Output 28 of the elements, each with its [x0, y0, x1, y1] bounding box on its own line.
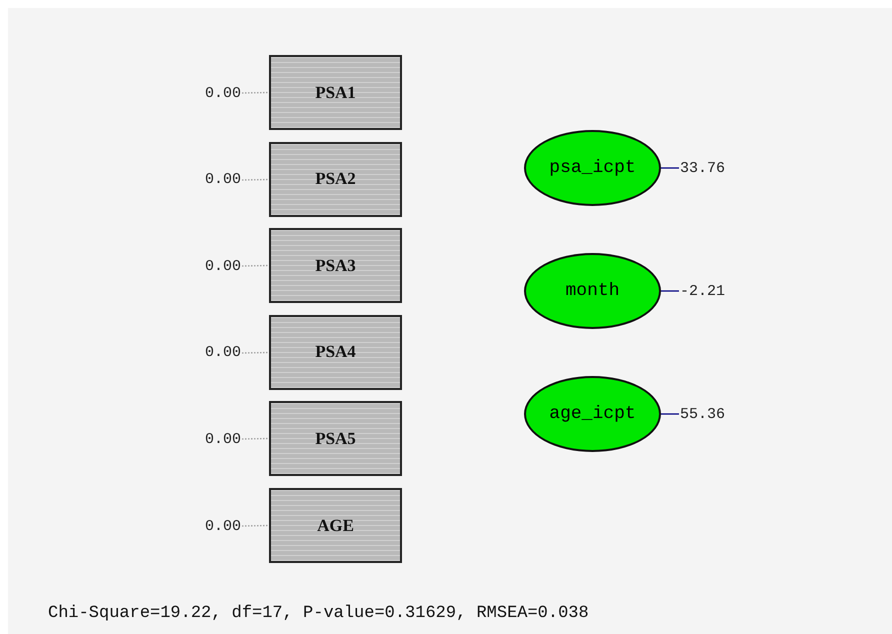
- variable-ellipse: month: [524, 253, 661, 329]
- dotted-line: [242, 524, 270, 527]
- variable-box: PSA2: [269, 142, 402, 217]
- value-label: -2.21: [680, 280, 750, 302]
- variable-box: PSA3: [269, 228, 402, 304]
- fit-statistics-caption: Chi-Square=19.22, df=17, P-value=0.31629, RMSEA=0.038: [48, 604, 589, 623]
- connector-line: [661, 290, 679, 292]
- value-label: 0.00: [168, 82, 241, 104]
- value-label: 0.00: [168, 428, 241, 450]
- variable-box: AGE: [269, 488, 402, 563]
- dotted-line: [242, 178, 270, 181]
- dotted-line: [242, 438, 270, 440]
- value-label: 55.36: [680, 403, 750, 425]
- value-label: 0.00: [168, 342, 241, 364]
- dotted-line: [242, 352, 270, 354]
- value-label: 33.76: [680, 157, 750, 179]
- variable-ellipse: age_icpt: [524, 376, 661, 452]
- variable-box: PSA5: [269, 401, 402, 476]
- value-label: 0.00: [168, 168, 241, 191]
- value-label: 0.00: [168, 255, 241, 278]
- variable-ellipse: psa_icpt: [524, 130, 661, 206]
- value-label: 0.00: [168, 515, 241, 537]
- dotted-line: [242, 264, 270, 267]
- connector-line: [661, 167, 679, 169]
- variable-box: PSA1: [269, 55, 402, 130]
- variable-box: PSA4: [269, 314, 402, 390]
- dotted-line: [242, 92, 270, 94]
- connector-line: [661, 413, 679, 415]
